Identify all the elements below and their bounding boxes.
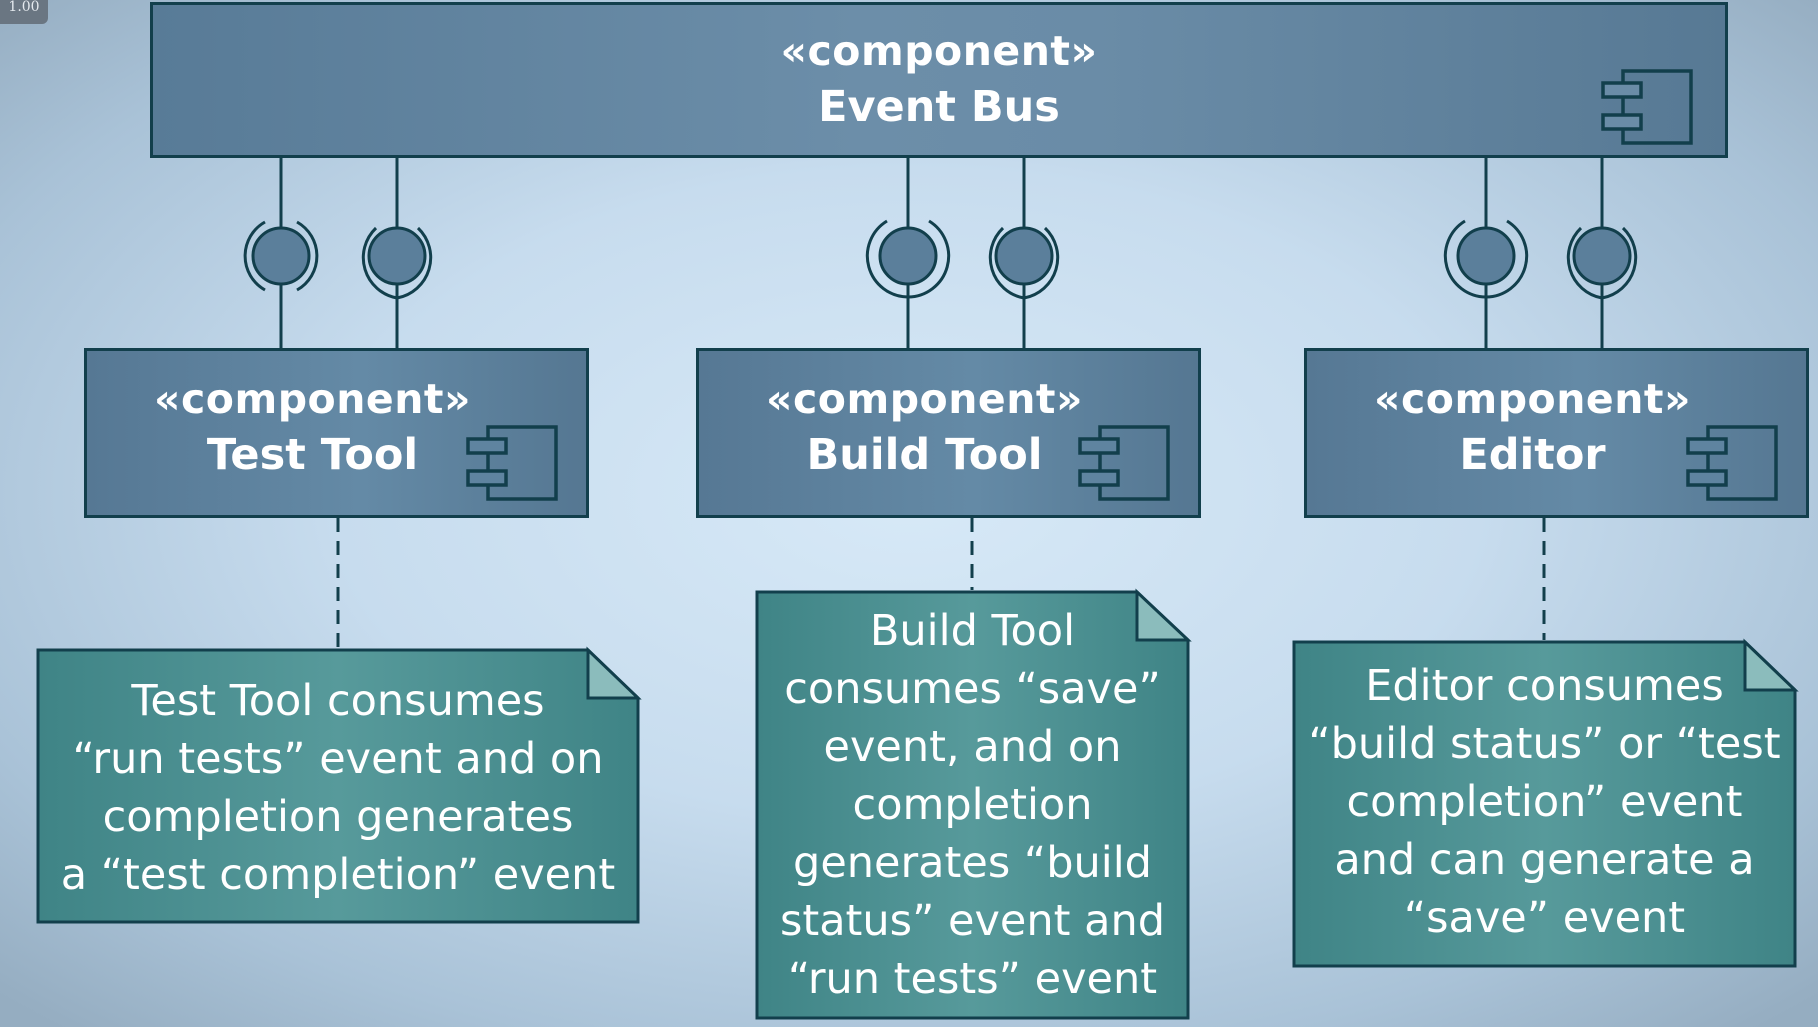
component-stereotype: «component»	[154, 375, 471, 423]
note-build-tool: Build Tool consumes “save” event, and on…	[755, 590, 1190, 1020]
component-icon	[1078, 425, 1170, 501]
interface-socket	[296, 220, 319, 292]
interface-ball	[1572, 226, 1632, 286]
component-name: Test Tool	[206, 430, 419, 480]
component-name: Build Tool	[806, 430, 1043, 480]
note-test-tool: Test Tool consumes “run tests” event and…	[36, 648, 640, 924]
interface-ball	[878, 226, 938, 286]
component-build-tool: «component» Build Tool	[696, 348, 1201, 518]
note-text: Editor consumes “build status” or “test …	[1308, 661, 1781, 943]
component-icon	[1686, 425, 1778, 501]
interface-ball	[367, 226, 427, 286]
interface-ball	[994, 226, 1054, 286]
note-text: Test Tool consumes “run tests” event and…	[60, 676, 616, 900]
interface-ball	[1456, 226, 1516, 286]
component-icon	[1601, 69, 1693, 145]
interface-group-test-tool	[243, 158, 433, 348]
interface-socket	[243, 220, 266, 292]
component-name: Editor	[1459, 430, 1606, 480]
interface-socket	[865, 219, 951, 299]
component-name: Event Bus	[818, 82, 1060, 132]
component-stereotype: «component»	[780, 27, 1098, 75]
interface-ball	[251, 226, 311, 286]
component-editor: «component» Editor	[1304, 348, 1809, 518]
note-shape	[755, 590, 1190, 1020]
interface-socket	[1566, 226, 1638, 300]
interface-socket	[1443, 219, 1529, 299]
interface-group-editor	[1443, 158, 1638, 348]
note-shape	[1292, 640, 1797, 968]
note-fold	[586, 646, 642, 700]
note-fold	[1135, 588, 1192, 642]
note-fold	[1743, 638, 1799, 692]
interface-socket	[988, 226, 1060, 300]
component-test-tool: «component» Test Tool	[84, 348, 589, 518]
note-shape	[36, 648, 640, 924]
component-icon	[466, 425, 558, 501]
component-event-bus: «component» Event Bus	[150, 2, 1728, 158]
note-text: Build Tool consumes “save” event, and on…	[779, 606, 1166, 1004]
component-stereotype: «component»	[1374, 375, 1691, 423]
interface-socket	[361, 226, 433, 300]
note-editor: Editor consumes “build status” or “test …	[1292, 640, 1797, 968]
zoom-badge: 1.00	[0, 0, 48, 24]
component-stereotype: «component»	[766, 375, 1083, 423]
interface-group-build-tool	[865, 158, 1060, 348]
